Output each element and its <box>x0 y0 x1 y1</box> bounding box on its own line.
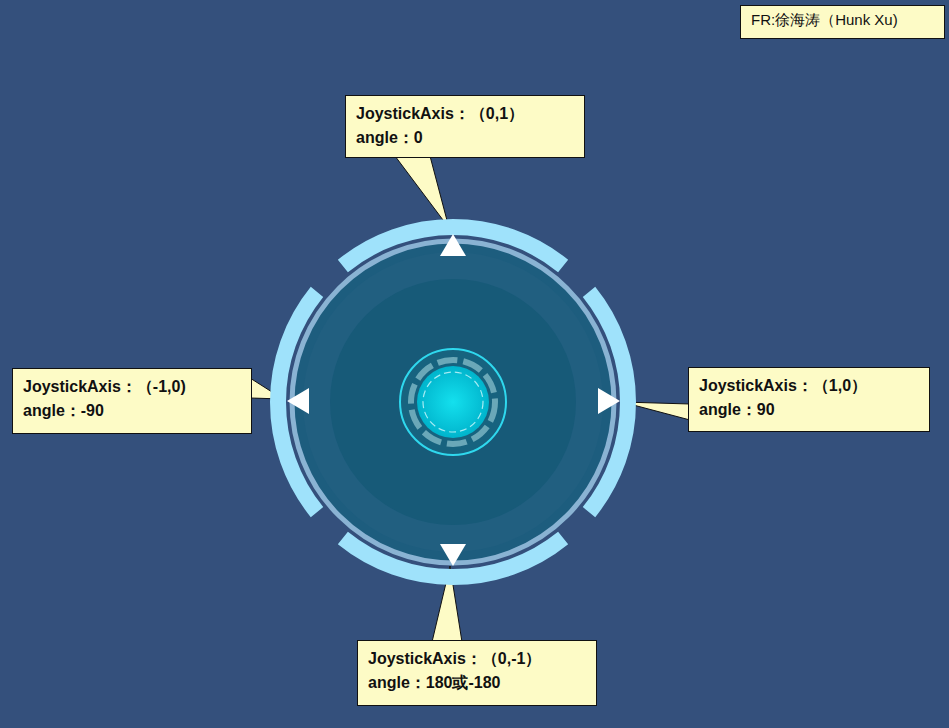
knob-ring <box>411 360 495 444</box>
callout-heading: JoystickAxis：（0,-1） <box>368 647 586 671</box>
credit-box: FR:徐海涛（Hunk Xu) <box>740 5 945 39</box>
arrow-left <box>287 388 309 414</box>
knob-center <box>417 366 489 438</box>
arrow-down <box>440 544 466 566</box>
outer-ring <box>278 227 628 577</box>
callout-box: JoystickAxis：（1,0）angle：90 <box>688 367 930 432</box>
callout-value: angle：90 <box>699 398 919 422</box>
callout-heading: JoystickAxis：（-1,0) <box>23 375 241 399</box>
arrow-right <box>598 388 620 414</box>
knob <box>400 349 506 455</box>
callout-box: JoystickAxis：（0,1）angle：0 <box>345 95 585 158</box>
knob-dash <box>423 372 483 432</box>
callout-box: JoystickAxis：（0,-1）angle：180或-180 <box>357 640 597 706</box>
arrow-up <box>440 234 466 256</box>
callout-heading: FR:徐海涛（Hunk Xu) <box>751 10 934 30</box>
callout-pointer <box>395 156 449 228</box>
callout-value: angle：180或-180 <box>368 671 586 695</box>
callout-box: JoystickAxis：（-1,0)angle：-90 <box>12 368 252 434</box>
base-disc <box>292 241 614 563</box>
inner-disc <box>330 279 576 525</box>
base-disc <box>303 252 603 552</box>
callout-heading: JoystickAxis：（0,1） <box>356 102 574 126</box>
callout-value: angle：0 <box>356 126 574 150</box>
callout-value: angle：-90 <box>23 399 241 423</box>
callout-heading: JoystickAxis：（1,0） <box>699 374 919 398</box>
